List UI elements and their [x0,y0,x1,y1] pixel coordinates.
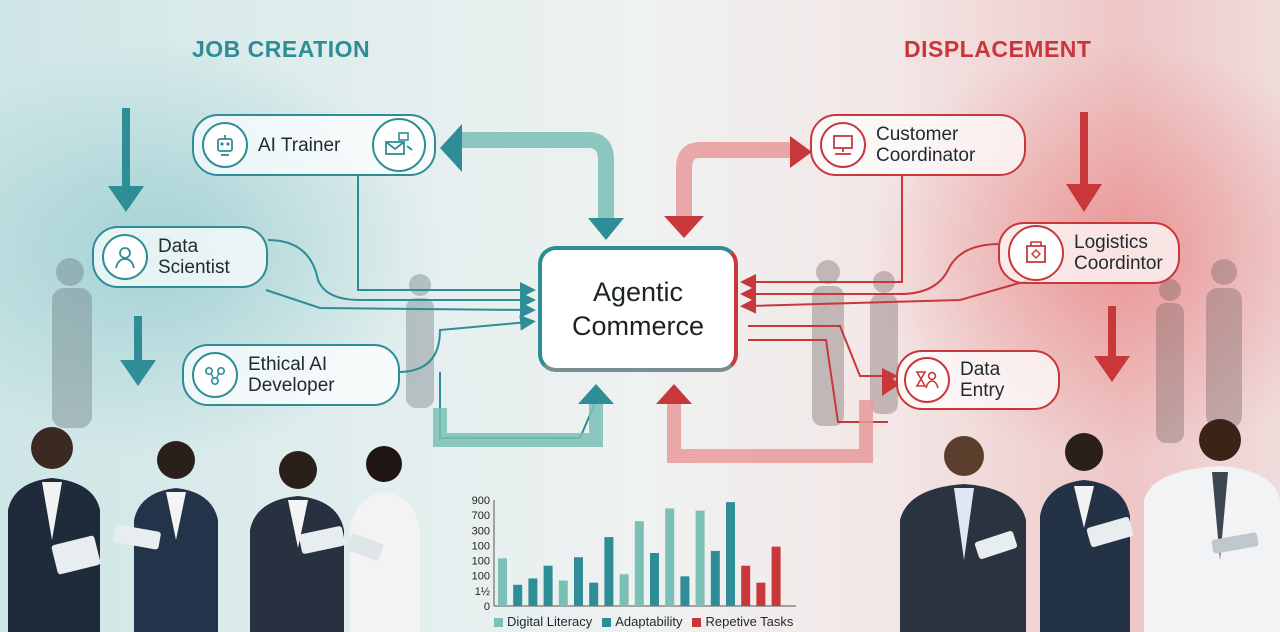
chart-bar [680,576,690,606]
y-tick-label: 1½ [475,586,490,598]
y-tick-label: 100 [472,540,490,552]
chart-bar [513,584,523,606]
chart-legend: Digital Literacy Adaptability Repetive T… [494,614,793,629]
legend-item-digital-literacy: Digital Literacy [494,614,592,629]
y-tick-label: 100 [472,556,490,568]
chart-bar [558,580,568,606]
y-tick-label: 900 [472,495,490,507]
chart-bar [528,578,538,606]
legend-item-adaptability: Adaptability [602,614,682,629]
job-creation-heading: JOB CREATION [192,36,371,62]
robot-gear-icon [202,122,248,168]
chart-bar [771,546,781,606]
chart-bar [665,508,675,606]
y-tick-label: 700 [472,510,490,522]
logistics-coordinator-node: Logistics Coordintor [998,222,1180,284]
y-tick-label: 0 [484,601,490,613]
chart-bar [574,557,583,606]
ai-trainer-node: AI Trainer [192,114,436,176]
creation-down-arrows [108,108,156,386]
hub-line-1: Agentic [592,277,684,307]
chart-bar [741,565,751,606]
ethical-ai-developer-node: Ethical AI Developer [182,344,400,406]
legend-swatch-repetive-tasks [692,618,702,628]
people-network-icon [192,352,238,398]
chart-bar [619,574,629,606]
chart-bar [498,558,507,606]
legend-item-repetive-tasks: Repetive Tasks [692,614,793,629]
package-icon [1008,225,1064,281]
chart-bar [710,550,720,606]
foreground-people-right [900,419,1280,632]
chart-bar [726,502,735,606]
legend-swatch-adaptability [602,618,612,628]
logistics-coordinator-label: Logistics Coordintor [1074,232,1163,274]
data-scientist-label: Data Scientist [158,236,230,278]
background-people-right [812,259,1242,443]
displacement-down-arrows [1066,112,1130,382]
displacement-heading: DISPLACEMENT [904,36,1092,62]
chart-bar [604,537,614,606]
chart-bar [543,565,553,606]
data-entry-label: Data Entry [960,359,1005,401]
hourglass-person-icon [904,357,950,403]
legend-swatch-digital-literacy [494,618,503,628]
displacement-connectors [740,176,1031,423]
data-scientist-node: Data Scientist [92,226,268,288]
data-entry-node: Data Entry [896,350,1060,410]
envelope-hand-icon [372,118,426,172]
foreground-people-left [8,427,420,632]
customer-coordinator-label: Customer Coordinator [876,124,976,166]
person-icon [102,234,148,280]
y-tick-label: 300 [472,525,490,537]
customer-coordinator-node: Customer Coordinator [810,114,1026,176]
chart-bar [634,521,644,606]
skills-bar-chart: 900 700 300 100 100 100 1½ 0 [472,495,796,613]
chart-bar [650,553,659,606]
displacement-flow-arrow [656,136,900,463]
ethical-ai-developer-label: Ethical AI Developer [248,354,335,396]
creation-connectors [265,176,599,439]
y-tick-label: 100 [472,571,490,583]
chart-bar [695,510,705,606]
chart-bar [756,582,766,606]
ai-trainer-label: AI Trainer [258,134,341,156]
monitor-desk-icon [820,122,866,168]
background-people-left [52,258,434,428]
chart-bar [589,582,599,606]
creation-flow-arrow [433,124,624,447]
hub-line-2: Commerce [571,311,705,341]
